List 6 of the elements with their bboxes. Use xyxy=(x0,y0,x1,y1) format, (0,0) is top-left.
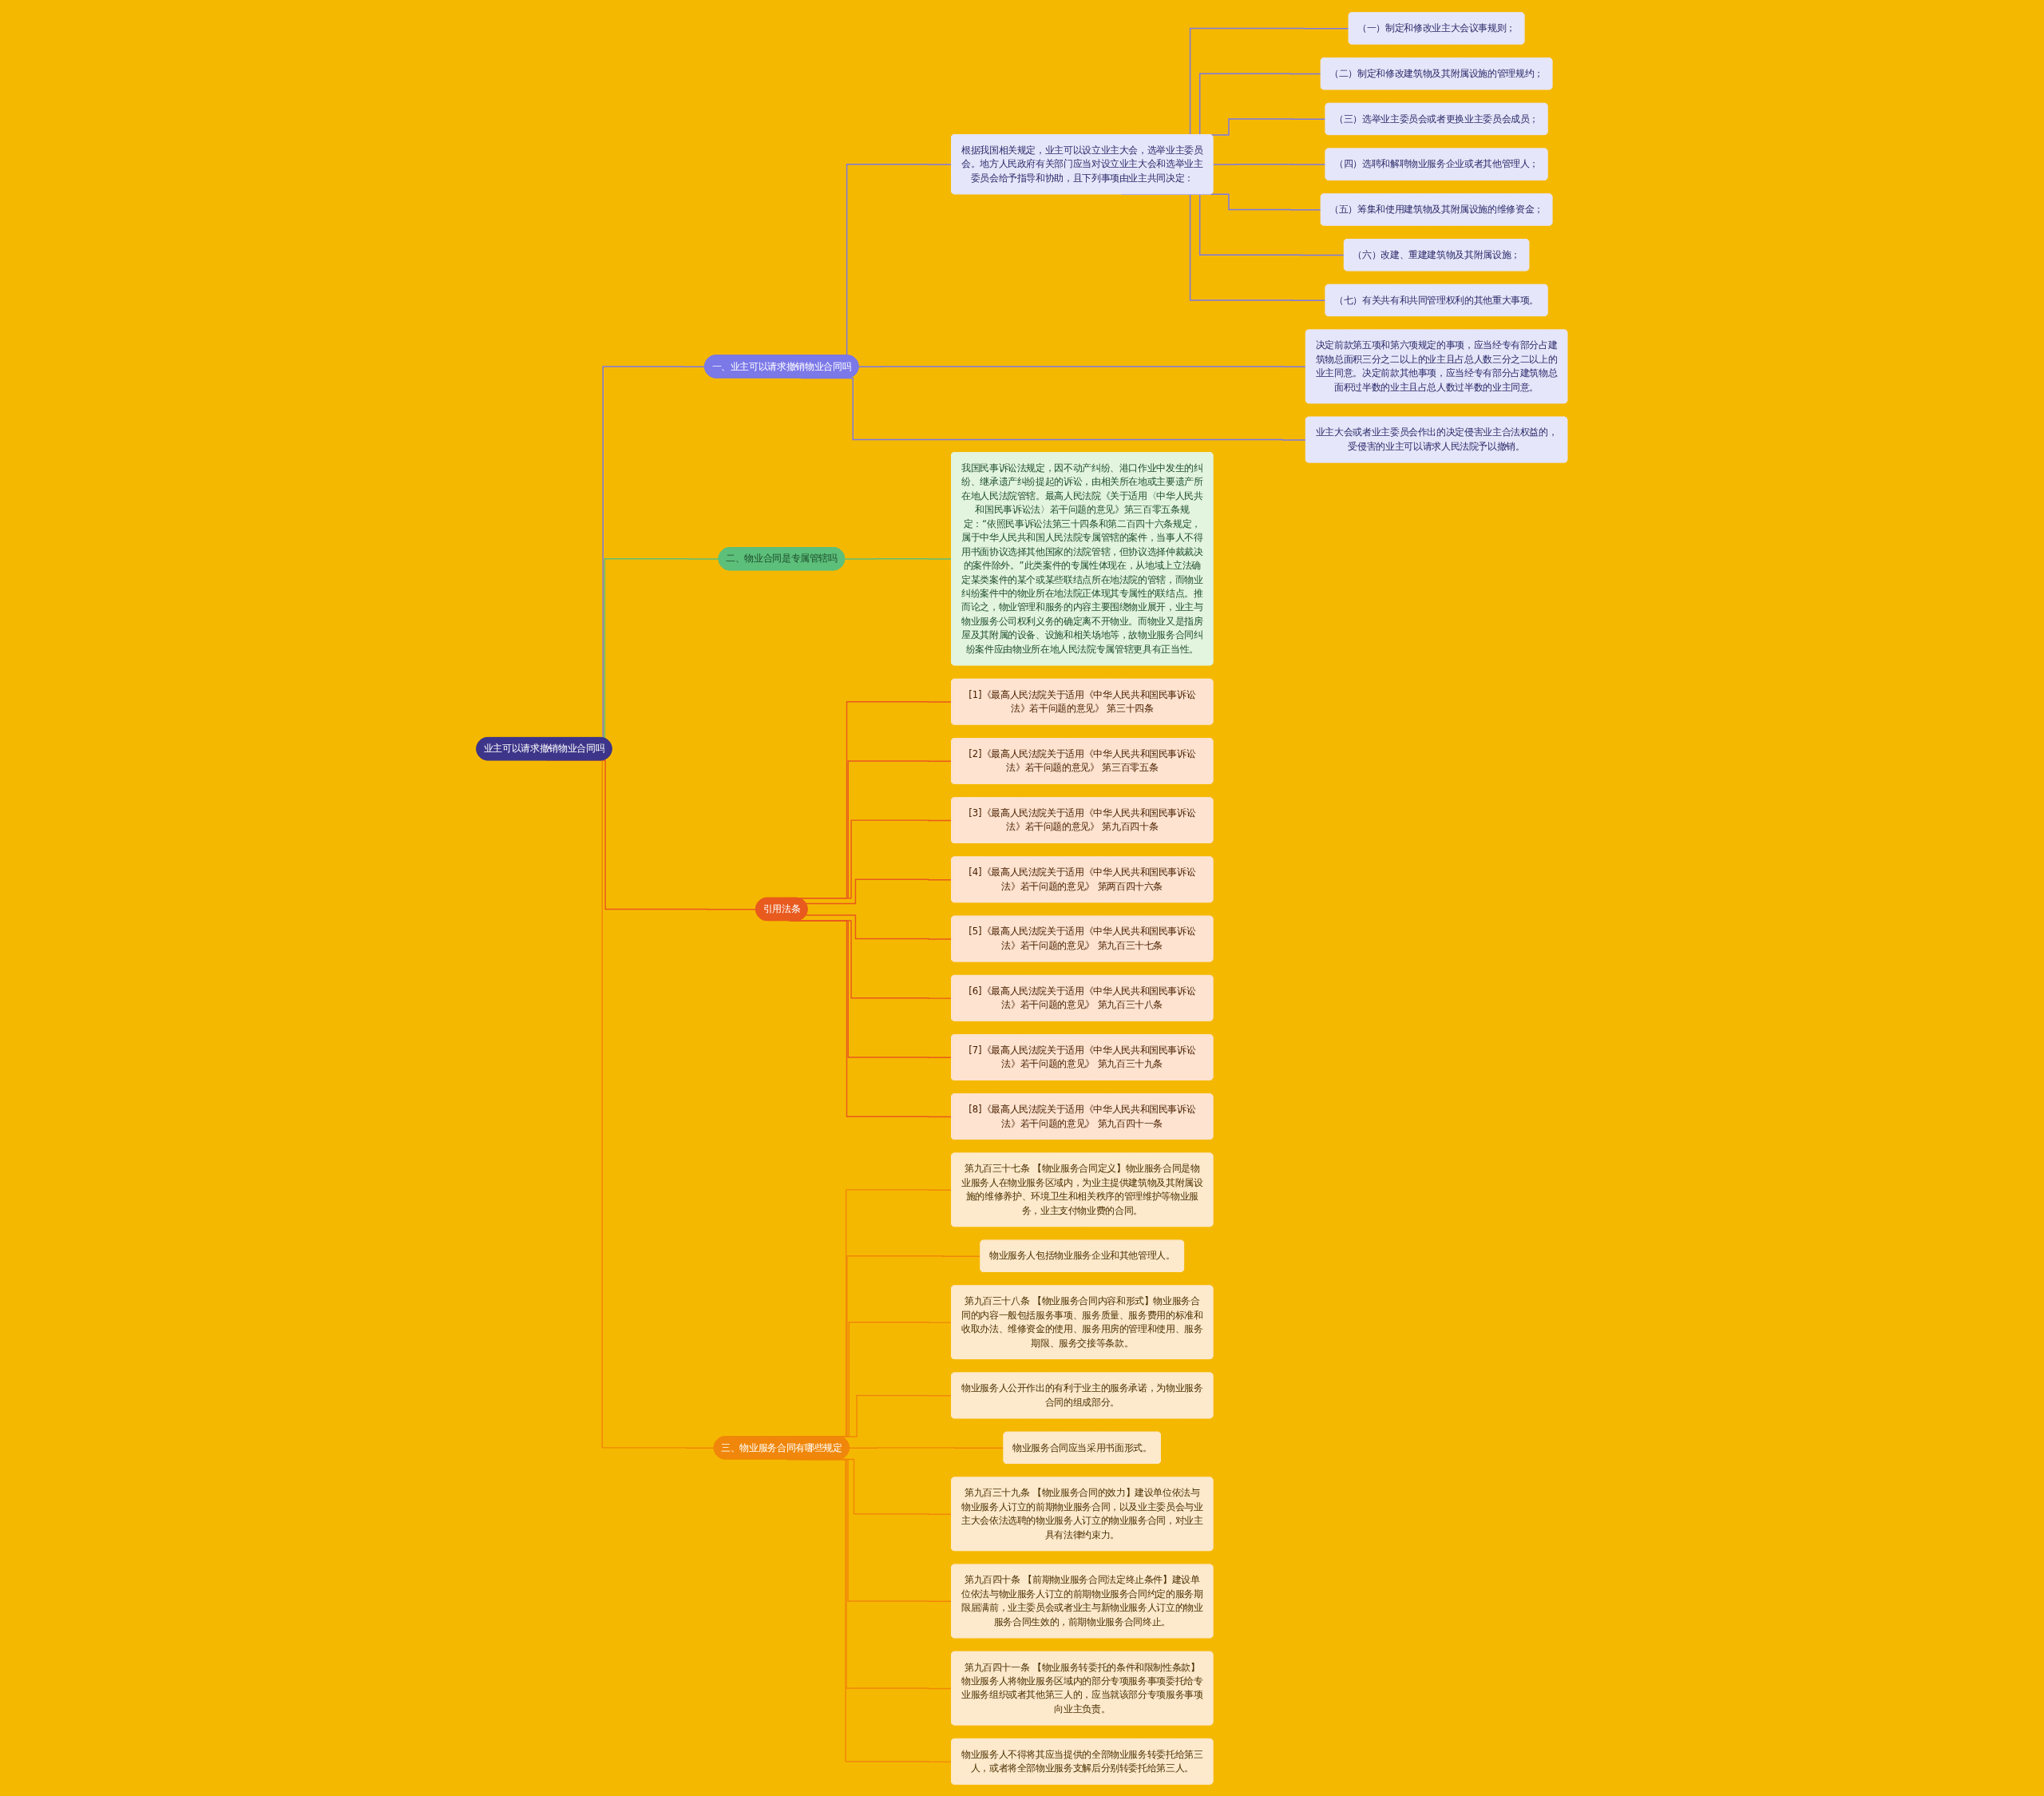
connector xyxy=(849,1446,1005,1449)
connector xyxy=(858,365,1307,367)
connector xyxy=(1212,163,1327,165)
connector xyxy=(805,914,953,940)
connector xyxy=(805,878,953,904)
connector xyxy=(844,557,953,560)
